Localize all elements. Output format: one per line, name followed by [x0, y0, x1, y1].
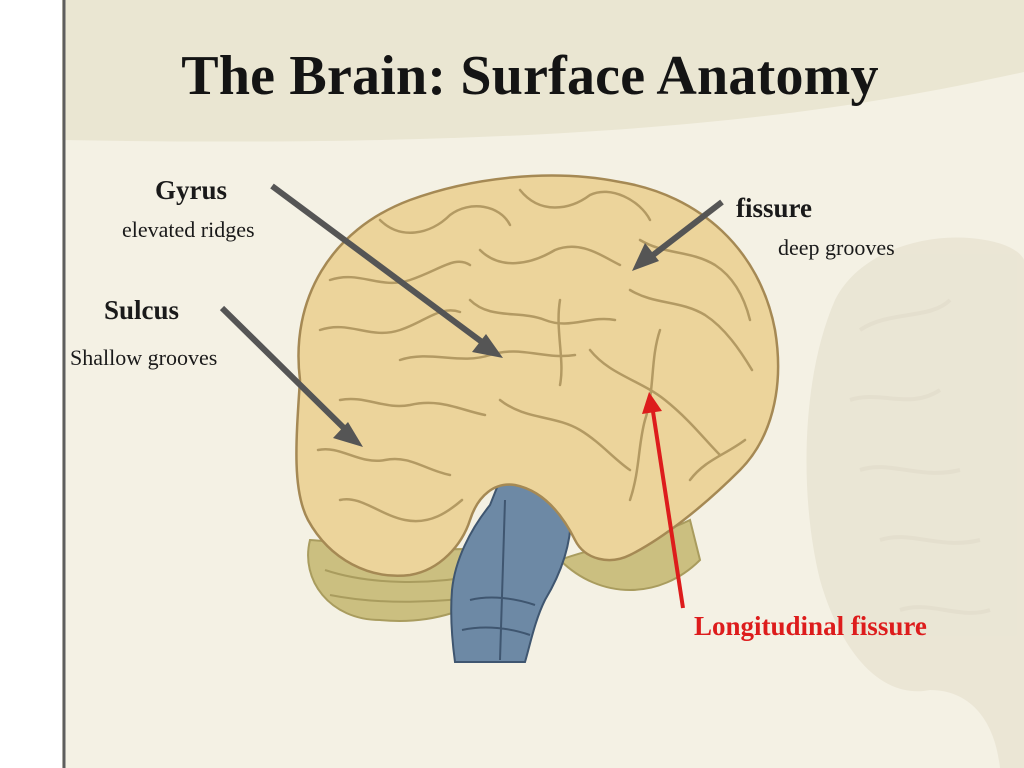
slide-title: The Brain: Surface Anatomy	[181, 45, 879, 107]
sulcus-label: Sulcus	[104, 295, 180, 325]
fissure-label: fissure	[736, 193, 813, 223]
gyri-contours	[316, 188, 754, 523]
gyrus-label: Gyrus	[155, 175, 228, 205]
gyrus-arrow	[270, 183, 503, 358]
sulcus-arrow	[219, 305, 363, 447]
cerebrum	[295, 174, 780, 577]
brainstem-lines	[461, 499, 536, 661]
top-band	[62, 0, 1024, 142]
fissure-description: deep grooves	[778, 235, 895, 260]
brain-watermark-icon	[806, 237, 1024, 768]
fissure-arrow	[632, 199, 724, 271]
left-margin	[0, 0, 62, 768]
sulcus-description: Shallow grooves	[70, 345, 218, 370]
longitudinal-fissure-label: Longitudinal fissure	[694, 611, 927, 641]
longitudinal-fissure-arrow	[642, 392, 685, 609]
gyrus-description: elevated ridges	[122, 217, 255, 242]
